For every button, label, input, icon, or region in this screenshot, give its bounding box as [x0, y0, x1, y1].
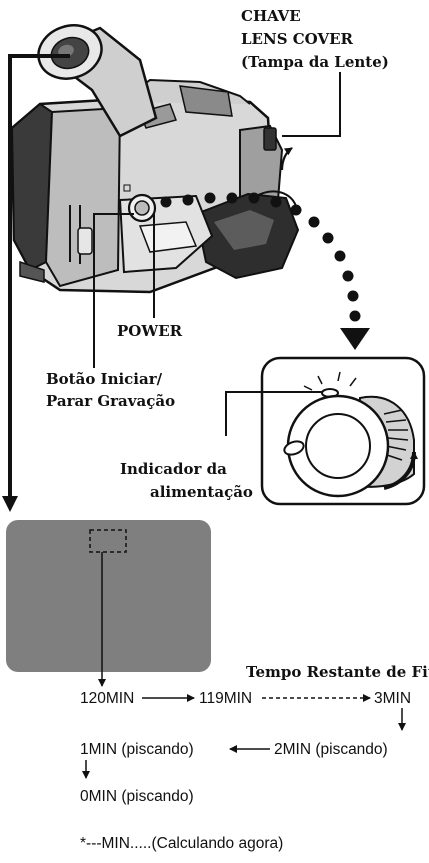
lens-cover-leader	[282, 72, 341, 137]
viewfinder-to-screen-arrowhead	[2, 496, 18, 512]
power-indicator-label: Indicador da alimentação	[120, 460, 253, 501]
camcorder-illustration	[10, 24, 300, 294]
viewfinder-to-screen-line	[8, 54, 70, 500]
seq-1min: 1MIN (piscando)	[80, 741, 194, 758]
tape-time-sequence: 120MIN 119MIN 3MIN 1MIN (piscando) 2MIN …	[80, 690, 411, 852]
viewfinder-screen	[6, 520, 211, 687]
seq-119min: 119MIN	[199, 690, 252, 707]
seq-2min: 2MIN (piscando)	[274, 741, 388, 758]
record-button-label: Botão Iniciar/ Parar Gravação	[46, 370, 175, 410]
seq-0min: 0MIN (piscando)	[80, 788, 194, 805]
power-label: POWER	[117, 322, 183, 340]
tape-remaining-title: Tempo Restante de Fita	[246, 663, 429, 681]
dotted-zoom-arc	[160, 192, 361, 322]
power-indicator-leader	[225, 391, 322, 436]
zoom-arrowhead	[340, 328, 370, 350]
seq-120min: 120MIN	[80, 690, 134, 707]
seq-calculating-note: *---MIN.....(Calculando agora)	[80, 835, 283, 852]
seq-3min: 3MIN	[374, 690, 411, 707]
lens-cover-label: CHAVE LENS COVER (Tampa da Lente)	[241, 7, 389, 71]
record-button-leader	[93, 213, 134, 368]
power-dial-zoom	[260, 356, 426, 506]
lens-cover-slide-arrow	[280, 147, 293, 171]
